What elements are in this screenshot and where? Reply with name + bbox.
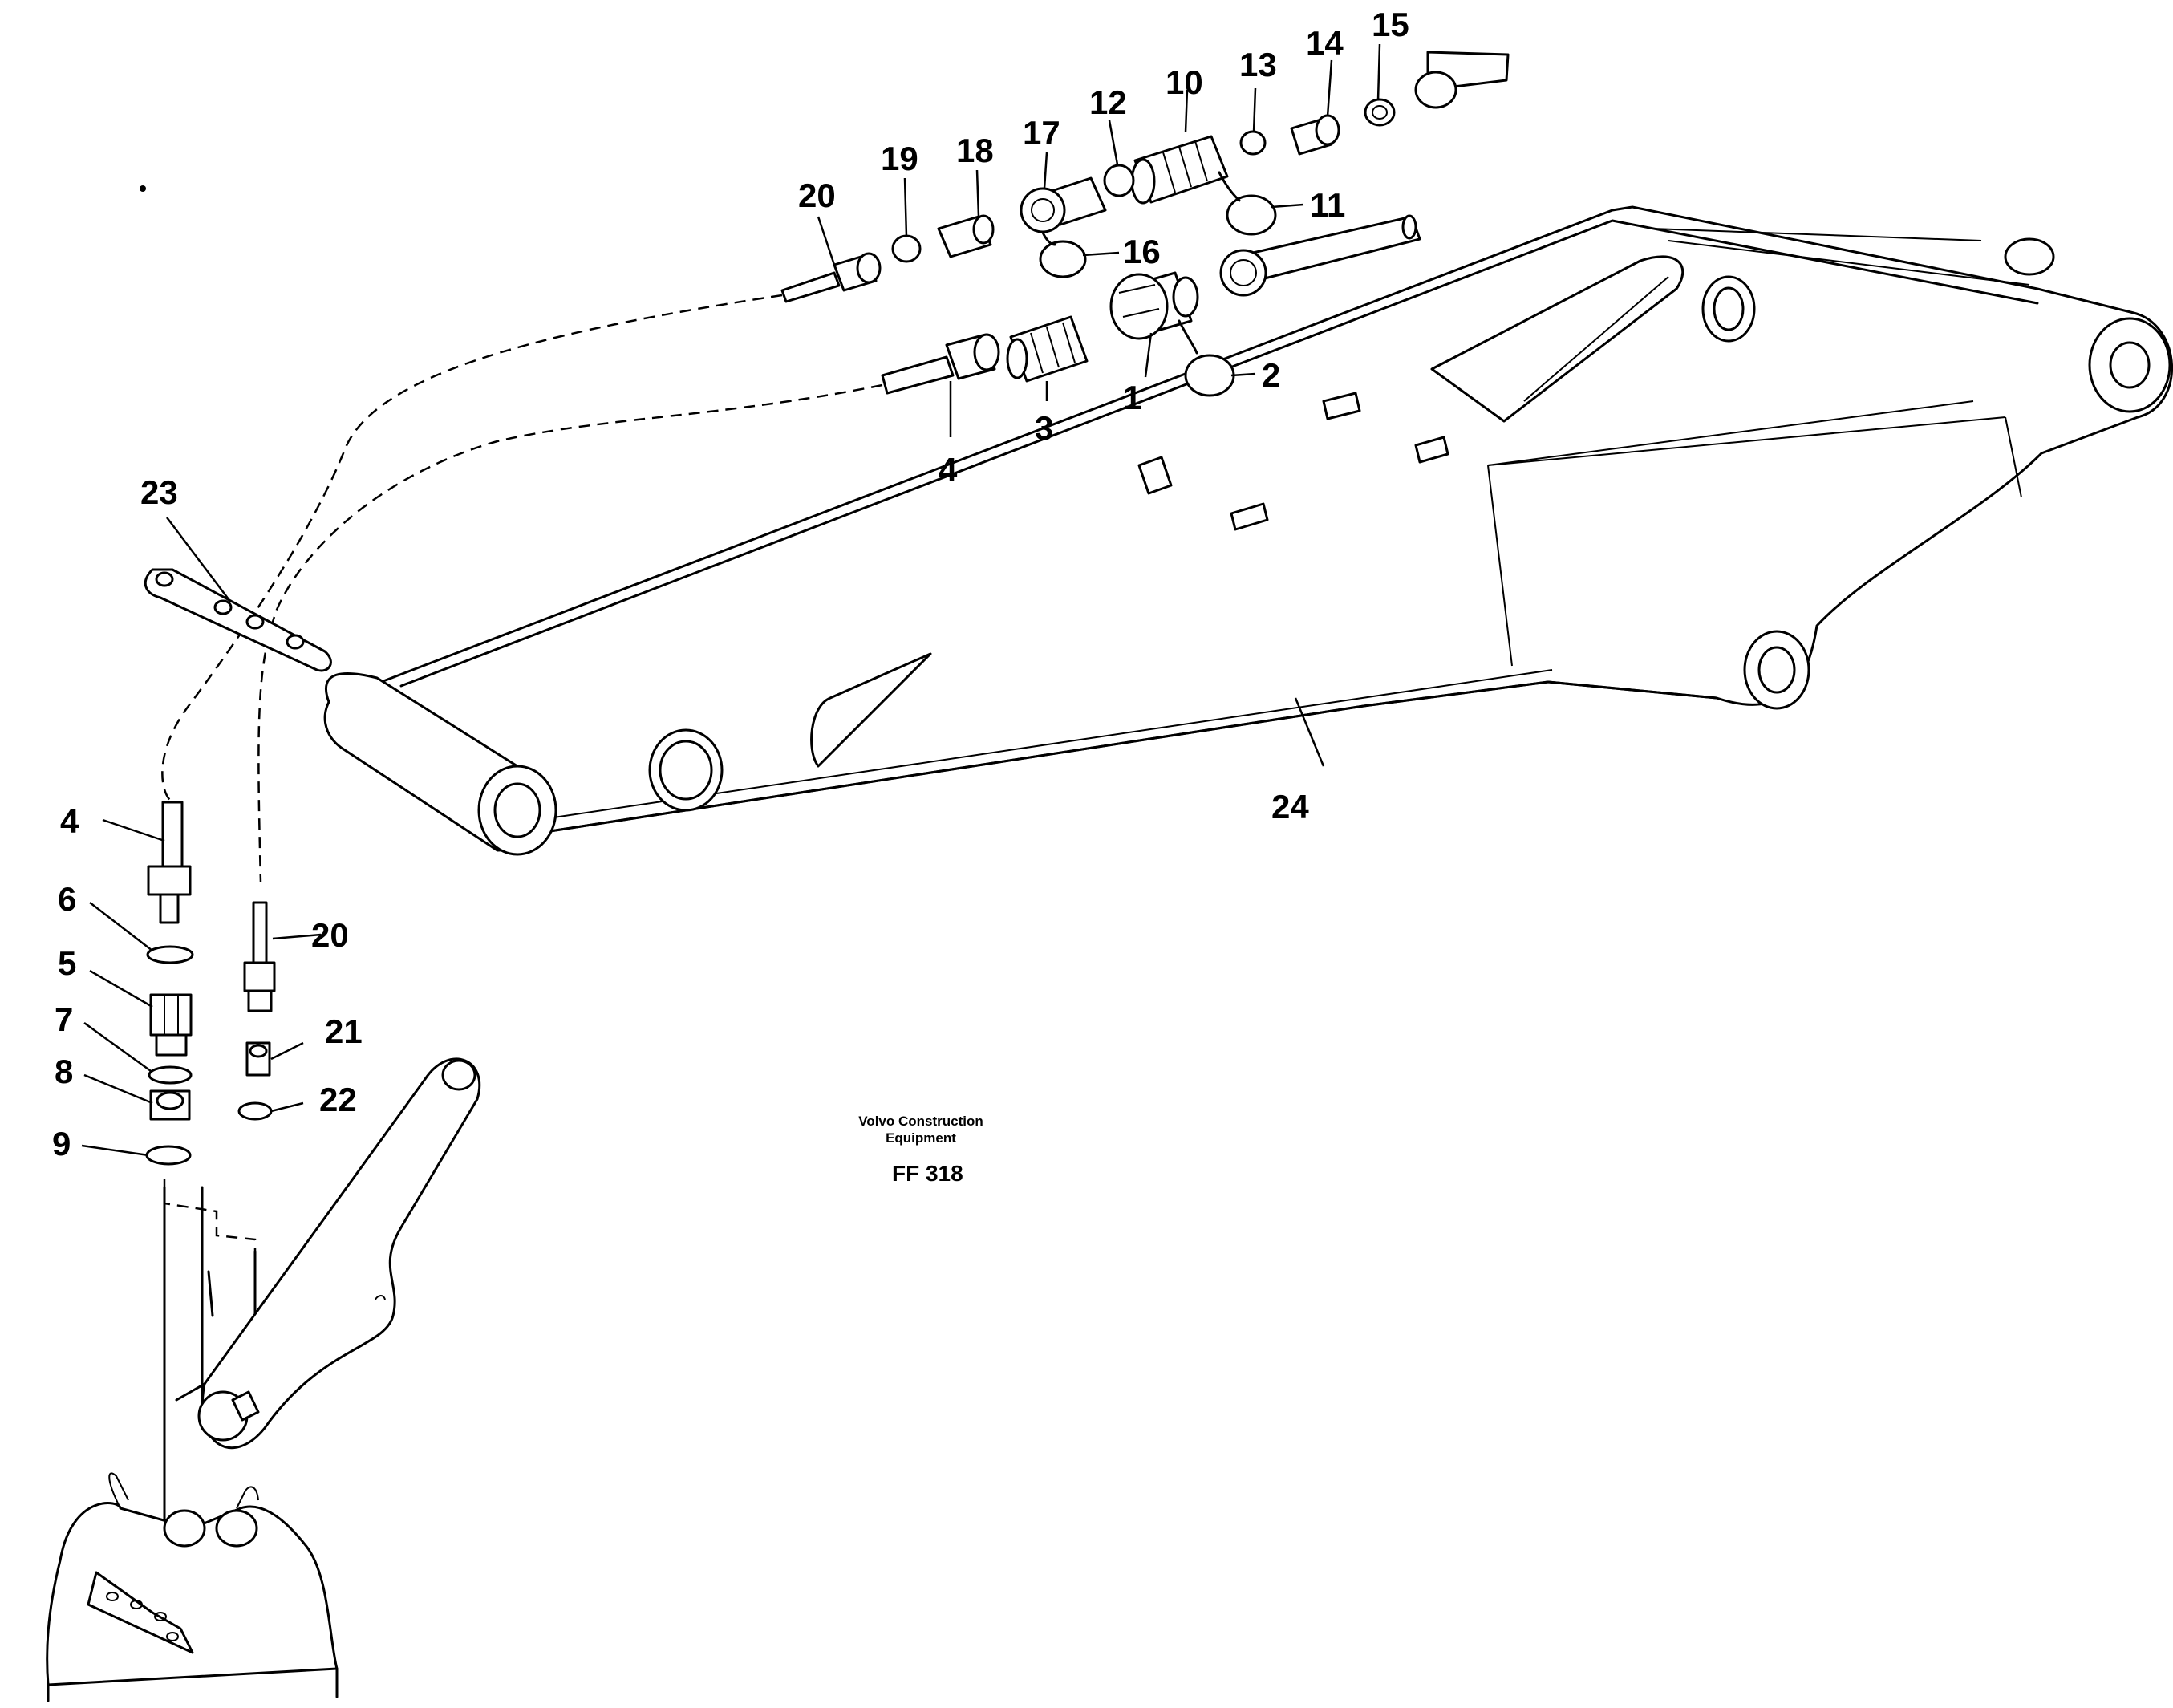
part-2-dust-cap (1184, 354, 1235, 397)
part-5-adapter (149, 993, 193, 1037)
callout-9: 9 (52, 1125, 71, 1162)
lower-hose-line (881, 214, 1421, 397)
part-4-hose-lower (161, 801, 184, 868)
callout-20-left: 20 (311, 916, 349, 954)
callout-12: 12 (1089, 83, 1127, 121)
part-12-seal-ring (1103, 164, 1135, 197)
callout-8: 8 (55, 1053, 73, 1090)
caption-company: Volvo Construction (858, 1114, 983, 1129)
bucket-cylinder-base (46, 1472, 339, 1702)
part-20-hose-upper (780, 271, 841, 303)
leader-lines-left (81, 818, 322, 1157)
callout-4-left: 4 (60, 802, 79, 840)
upper-hose-line (780, 51, 1510, 303)
drawing-caption: Volvo Construction Equipment FF 318 (858, 1114, 983, 1186)
part-19-seal-ring (891, 234, 922, 263)
callout-2: 2 (1262, 356, 1280, 394)
part-15-seal-ring (1364, 98, 1396, 127)
part-20-hose-lower (252, 901, 268, 964)
part-22-seal-ring (237, 1101, 273, 1121)
boom-arm (323, 205, 2173, 856)
hose-clamp-brackets (1137, 392, 1449, 531)
part-9-seal-ring (145, 1145, 192, 1166)
callout-24: 24 (1271, 788, 1309, 826)
callout-14: 14 (1306, 24, 1344, 62)
callout-22: 22 (319, 1081, 357, 1118)
callout-17: 17 (1023, 114, 1060, 152)
callout-1: 1 (1123, 379, 1141, 416)
part-6-seal-ring (146, 945, 194, 964)
callout-6: 6 (58, 880, 76, 918)
part-16-dust-cap (1039, 240, 1087, 278)
callout-19: 19 (881, 140, 918, 177)
callout-numbers: 20 19 18 17 12 10 13 14 15 11 16 2 1 3 4… (52, 6, 1409, 1162)
callout-4-top: 4 (939, 451, 958, 489)
callout-15: 15 (1372, 6, 1409, 43)
part-11-dust-cap (1226, 194, 1277, 236)
caption-equipment: Equipment (886, 1130, 956, 1146)
callout-20: 20 (798, 176, 836, 214)
callout-13: 13 (1239, 46, 1277, 83)
part-23-clamp-plate (144, 568, 332, 672)
callout-16: 16 (1123, 233, 1161, 270)
callout-21: 21 (325, 1012, 363, 1050)
part-13-seal-ring (1239, 130, 1267, 156)
callout-18: 18 (956, 132, 994, 169)
callout-7: 7 (55, 1000, 73, 1038)
speck-mark (140, 185, 146, 192)
callout-3: 3 (1035, 409, 1053, 447)
callout-5: 5 (58, 944, 76, 982)
callout-11: 11 (1310, 186, 1345, 224)
dipper-link (175, 1057, 481, 1450)
part-7-seal-ring (148, 1065, 193, 1085)
caption-drawing-code: FF 318 (892, 1161, 963, 1186)
left-fittings-column-a (145, 801, 204, 1606)
part-4-hose-upper (881, 355, 955, 395)
callout-23: 23 (140, 473, 178, 511)
callout-10: 10 (1166, 63, 1203, 101)
